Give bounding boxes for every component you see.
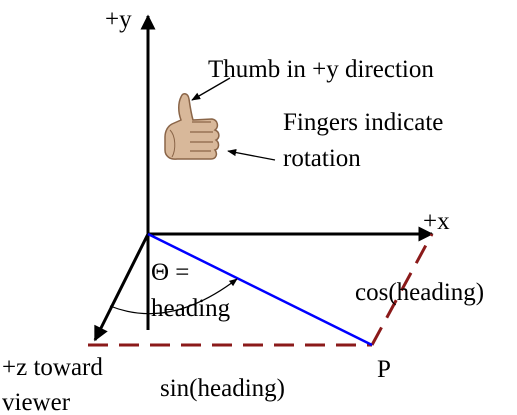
- thumb-pointer-arrow: [191, 77, 231, 101]
- heading-label: heading: [151, 295, 231, 322]
- y-axis-label: +y: [105, 6, 132, 33]
- cos-projection-line: [370, 233, 434, 346]
- z-axis: [93, 233, 150, 342]
- fingers-pointer-arrow: [227, 148, 276, 161]
- x-axis-label: +x: [423, 208, 450, 235]
- angle-arc: [109, 278, 238, 315]
- z-axis-label-line1: +z toward: [2, 354, 103, 381]
- thumbs-up-hand-icon: [164, 93, 220, 160]
- heading-vector: [147, 232, 373, 347]
- thumb-caption: Thumb in +y direction: [208, 56, 434, 83]
- theta-label: Θ =: [151, 259, 189, 286]
- fingers-caption-line1: Fingers indicate: [283, 109, 443, 136]
- sin-heading-label: sin(heading): [160, 375, 285, 402]
- z-axis-label-line2: viewer: [2, 389, 71, 415]
- point-p-label: P: [377, 356, 391, 383]
- fingers-caption-line2: rotation: [283, 145, 361, 172]
- cos-heading-label: cos(heading): [355, 279, 484, 306]
